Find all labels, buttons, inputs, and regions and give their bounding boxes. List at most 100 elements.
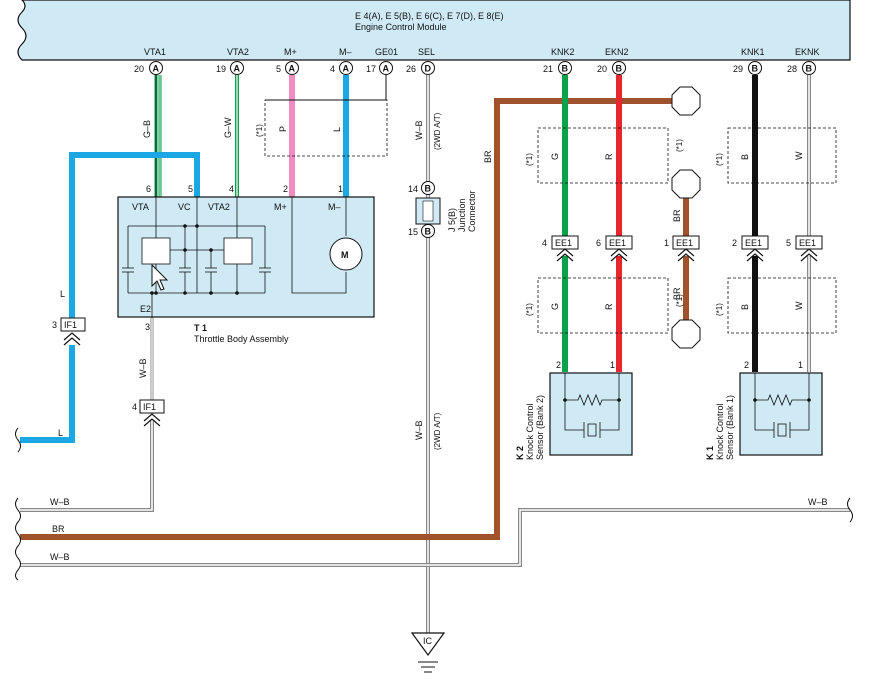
wire-code-label: L	[60, 289, 65, 299]
wires	[20, 75, 850, 635]
connector-label: EE1	[555, 238, 572, 248]
shield-mark: (*1)	[255, 124, 264, 137]
throttle-pin-number: 5	[188, 184, 193, 194]
sensor-name: Knock Control	[715, 403, 725, 460]
bus-labels: W–B BR W–B W–B	[50, 497, 828, 562]
ecm-pin-connector: B	[806, 64, 813, 74]
wire-code-label: R	[604, 303, 614, 310]
connector-pin: 3	[52, 320, 57, 330]
ecm-pin-number: 17	[366, 64, 376, 74]
ecm-pin-label: SEL	[418, 47, 435, 57]
shield-mark: (*1)	[715, 153, 724, 166]
ecm-pin-number: 21	[543, 64, 553, 74]
wire-labels: G–B G–W P L W–B (2WD A/T) BR G R B W BR …	[58, 112, 804, 450]
ecm-pin-number: 28	[787, 64, 797, 74]
sensor-pin: 2	[744, 360, 749, 370]
connector-label: EE1	[745, 238, 762, 248]
ecm-pin-label: VTA1	[144, 47, 166, 57]
wire-code-label: G	[550, 153, 560, 160]
shield-mark: (*1)	[525, 153, 534, 166]
sensor-pin: 1	[610, 360, 615, 370]
ground-symbol: IC	[410, 632, 446, 673]
wire-code-label: W–B	[414, 420, 424, 440]
ecm-pin-label: M–	[339, 47, 352, 57]
ecm-pin-connector: A	[234, 64, 241, 74]
ecm-pin-connector: B	[562, 64, 569, 74]
junction-pin-number: 15	[408, 227, 418, 237]
ecm-pin-connector: D	[425, 64, 432, 74]
ecm-pin-label: KNK2	[551, 47, 575, 57]
connector-pin: 6	[596, 238, 601, 248]
ecm-pin-labels: VTA1 VTA2 M+ M– GE01 SEL KNK2 EKN2 KNK1 …	[144, 47, 820, 57]
throttle-pin-number: 2	[283, 184, 288, 194]
ecm-pin-label: M+	[284, 47, 297, 57]
shield-mark: (*1)	[715, 303, 724, 316]
ground-label: IC	[423, 636, 433, 646]
connector-label: EE1	[676, 238, 693, 248]
throttle-pin-label: M–	[328, 202, 341, 212]
connector-pin: 1	[664, 238, 669, 248]
wire-code-label: W–B	[414, 120, 424, 140]
ecm-pin-number: 4	[330, 64, 335, 74]
ecm-pin-connector: A	[383, 64, 390, 74]
ecm-pin-number: 19	[216, 64, 226, 74]
wire-code-label: BR	[672, 209, 682, 222]
throttle-pin-label: VTA2	[208, 202, 230, 212]
ecm-pin-number: 20	[134, 64, 144, 74]
cursor-arrow-icon	[151, 263, 169, 291]
sensor-id: K 2	[515, 446, 525, 460]
ecm-pin-connector: B	[752, 64, 759, 74]
throttle-e2-pin: 3	[145, 322, 150, 332]
sel-note: (2WD A/T)	[433, 412, 442, 450]
throttle-id: T 1	[194, 323, 207, 333]
junction-id: J 5(B)	[447, 208, 457, 232]
wire-code-label: W–B	[138, 358, 148, 378]
wire-code-label: G–B	[142, 120, 152, 138]
motor-label: M	[341, 250, 349, 260]
ecm-pin-number: 5	[276, 64, 281, 74]
shield-mark: (*1)	[675, 294, 684, 307]
inline-connectors: IF1 3 IF1 4 EE1 4 EE1 6 EE1 1 EE1 2 EE1 …	[52, 235, 823, 427]
wire-code-label: W	[794, 151, 804, 160]
throttle-pin-label: VTA	[132, 202, 149, 212]
throttle-pin-number: 6	[146, 184, 151, 194]
junction-connector: B 14 B 15 J 5(B) Junction Connector	[408, 181, 477, 238]
ecm-pin-label: EKN2	[605, 47, 629, 57]
ecm-pin-connector: A	[343, 64, 350, 74]
throttle-pin-label: M+	[274, 202, 287, 212]
engine-control-module: E 4(A), E 5(B), E 6(C), E 7(D), E 8(E) E…	[17, 0, 851, 61]
junction-name: Junction	[457, 198, 467, 232]
junction-connector-letter: B	[425, 227, 432, 237]
ecm-pin-number: 29	[733, 64, 743, 74]
ecm-pin-number: 26	[406, 64, 416, 74]
wire-code-label: BR	[672, 287, 682, 300]
wire-code-label: R	[604, 153, 614, 160]
ecm-pin-label: EKNK	[795, 47, 820, 57]
connector-label: IF1	[143, 402, 156, 412]
ecm-pin-label: VTA2	[227, 47, 249, 57]
wire-code-label: B	[740, 154, 750, 160]
throttle-e2-label: E2	[140, 304, 151, 314]
throttle-pin-number: 4	[229, 184, 234, 194]
bus-label: W–B	[808, 497, 828, 507]
ecm-name: Engine Control Module	[355, 22, 447, 32]
ecm-pin-label: GE01	[375, 47, 398, 57]
connector-pin: 2	[732, 238, 737, 248]
bus-label: BR	[52, 524, 65, 534]
shield-boxes	[264, 99, 837, 334]
throttle-body-assembly: 6 5 4 2 1 VTA VC VTA2 M+ M–	[117, 184, 375, 344]
wire-code-label: BR	[483, 150, 493, 163]
motor-symbol	[329, 237, 363, 271]
throttle-pin-label: VC	[178, 202, 191, 212]
knock-sensor-bank1: 2 1 K 1 Knock Control Sensor (Bank 1)	[705, 360, 823, 460]
wire-code-label: L	[58, 428, 63, 438]
knock-sensor-bank2: 2 1 K 2 Knock Control Sensor (Bank 2)	[515, 360, 633, 460]
wire-code-label: L	[332, 127, 342, 132]
shield-mark: (*1)	[525, 303, 534, 316]
sensor-id: K 1	[705, 446, 715, 460]
connector-label: EE1	[799, 238, 816, 248]
ecm-pin-connector: A	[289, 64, 296, 74]
sensor-pin: 1	[798, 360, 803, 370]
ecm-pin-number: 20	[597, 64, 607, 74]
